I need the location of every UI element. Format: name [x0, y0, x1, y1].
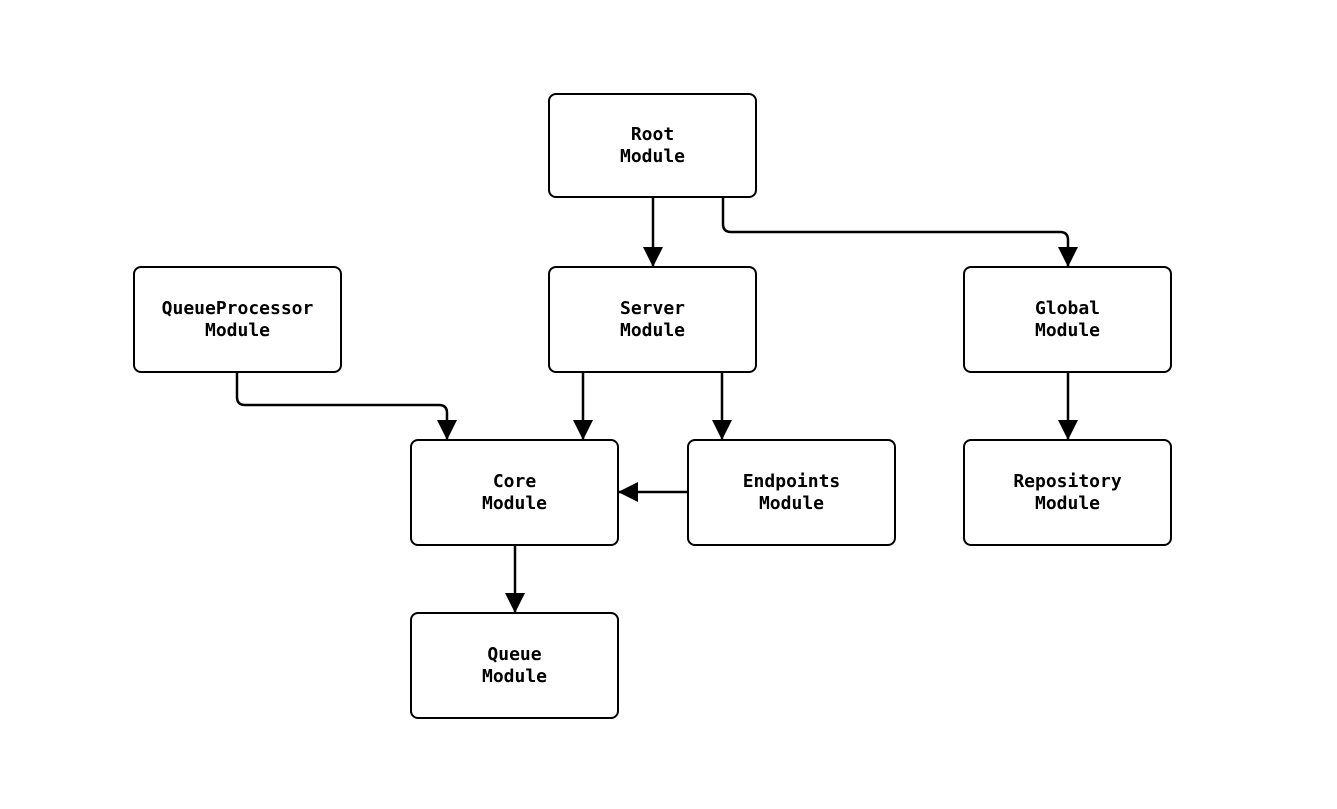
- node-endpoints-module: Endpoints Module: [687, 439, 896, 546]
- node-label: Global Module: [1034, 297, 1101, 341]
- node-label: Server Module: [619, 297, 686, 341]
- node-server-module: Server Module: [548, 266, 757, 373]
- edge-queueprocessor-to-core: [235, 373, 457, 440]
- node-label: Repository Module: [1013, 470, 1122, 514]
- node-root-module: Root Module: [548, 93, 757, 198]
- node-global-module: Global Module: [963, 266, 1172, 373]
- node-label: Endpoints Module: [742, 470, 841, 514]
- node-label: Core Module: [481, 470, 548, 514]
- edge-root-to-global: [721, 198, 1078, 267]
- node-repository-module: Repository Module: [963, 439, 1172, 546]
- node-core-module: Core Module: [410, 439, 619, 546]
- node-label: Root Module: [619, 123, 686, 167]
- node-queue-module: Queue Module: [410, 612, 619, 719]
- node-queueprocessor-module: QueueProcessor Module: [133, 266, 342, 373]
- node-label: QueueProcessor Module: [161, 297, 314, 341]
- node-label: Queue Module: [481, 643, 548, 687]
